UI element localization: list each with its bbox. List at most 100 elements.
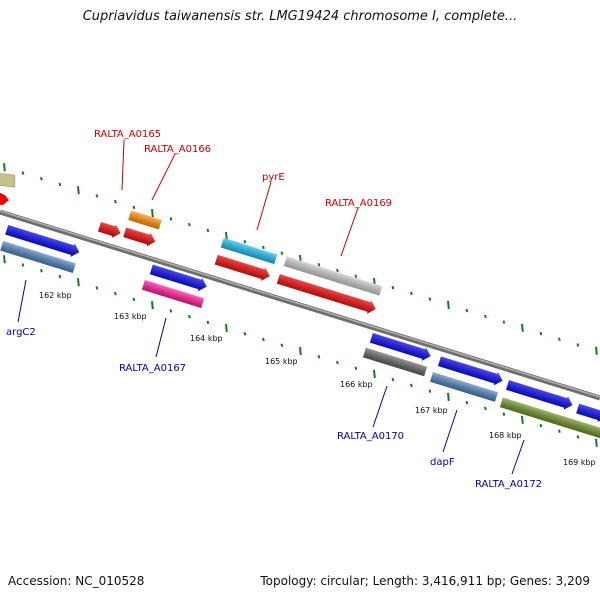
scale-tick [280, 343, 284, 348]
gene-arrow-red[interactable] [276, 272, 378, 316]
scale-tick [317, 354, 321, 359]
gene-label-argc2[interactable]: argC2 [6, 327, 36, 338]
scale-tick [21, 171, 25, 175]
scale-tick [132, 297, 136, 302]
scale-tick [225, 231, 228, 241]
scale-tick [114, 291, 117, 296]
scale-tick [336, 268, 339, 273]
gene-label-ralta-a0165[interactable]: RALTA_A0165 [94, 129, 161, 140]
scale-tick [3, 255, 6, 264]
scale-tick [502, 412, 506, 416]
gene-label-ralta-a0170[interactable]: RALTA_A0170 [337, 431, 404, 442]
gene-arrow-gray[interactable] [283, 256, 383, 296]
scale-label: 167 kbp [415, 406, 448, 415]
scale-tick [58, 182, 62, 187]
scale-tick [243, 332, 247, 336]
scale-label: 166 kbp [340, 380, 373, 389]
scale-tick [521, 415, 524, 424]
gene-arrow-blue[interactable] [437, 355, 504, 388]
scale-tick [502, 320, 506, 324]
scale-label: 163 kbp [114, 312, 147, 321]
scale-label: 168 kbp [489, 431, 522, 440]
gene-arrow-olivegreen[interactable] [499, 397, 600, 439]
gene-arrow-blue[interactable] [505, 378, 574, 412]
scale-tick [428, 297, 432, 301]
gene-arrow-blue[interactable] [5, 223, 82, 259]
label-leaders [17, 139, 525, 475]
gene-label-ralta-a0166[interactable]: RALTA_A0166 [144, 144, 211, 155]
gene-arrow-steelblue[interactable] [0, 240, 76, 274]
scale-tick [151, 209, 154, 218]
gene-arrow-pink[interactable] [141, 280, 205, 308]
gene-arrow-blue[interactable] [576, 402, 600, 424]
scale-tick [95, 194, 99, 198]
scale-tick [299, 346, 302, 356]
scale-tick [410, 383, 413, 388]
scale-tick [114, 199, 117, 204]
scale-tick [3, 163, 6, 172]
outer-tick-track [3, 163, 598, 355]
scale-tick [410, 291, 413, 296]
top-gene-labels: RALTA_A0165 RALTA_A0166 pyrE RALTA_A0169 [94, 129, 392, 209]
gene-label-ralta-a0169[interactable]: RALTA_A0169 [325, 198, 392, 209]
scale-tick [447, 300, 450, 309]
scale-tick [206, 228, 210, 233]
scale-tick [21, 263, 25, 267]
scale-tick [373, 369, 376, 379]
scale-tick [428, 389, 432, 393]
scale-tick [521, 323, 524, 332]
scale-tick [447, 392, 450, 401]
scale-labels: 162 kbp 163 kbp 164 kbp 165 kbp 166 kbp … [39, 291, 596, 467]
gene-arrow-darkgray[interactable] [362, 347, 428, 377]
scale-tick [132, 205, 136, 210]
gene-arrow-olive[interactable] [0, 173, 16, 188]
scale-tick [188, 314, 191, 319]
scale-tick [262, 337, 265, 342]
gene-arrow-steelblue[interactable] [430, 372, 498, 402]
gene-label-ralta-a0167[interactable]: RALTA_A0167 [119, 363, 186, 374]
gene-label-ralta-a0172[interactable]: RALTA_A0172 [475, 479, 542, 490]
scale-tick [77, 186, 80, 195]
scale-tick [595, 346, 598, 355]
genome-summary-text: Topology: circular; Length: 3,416,911 bp… [260, 574, 590, 588]
gene-arrow-red[interactable] [97, 220, 122, 240]
inner-tick-track [3, 255, 598, 447]
gene-arrow-orange[interactable] [128, 210, 162, 230]
scale-tick [188, 222, 191, 227]
gene-label-dapf[interactable]: dapF [430, 457, 455, 468]
scale-tick [169, 217, 173, 221]
scale-tick [484, 406, 487, 411]
chromosome-backbone [0, 209, 600, 401]
gene-arrow-red[interactable] [214, 253, 272, 283]
gene-arrow-cyan[interactable] [220, 237, 278, 265]
scale-label: 165 kbp [265, 357, 298, 366]
gene-label-pyre[interactable]: pyrE [262, 172, 285, 183]
scale-tick [354, 366, 358, 370]
bottom-gene-labels: argC2 RALTA_A0167 RALTA_A0170 dapF RALTA… [6, 327, 542, 490]
scale-tick [40, 268, 43, 273]
scale-tick [558, 337, 561, 342]
scale-tick [206, 320, 210, 325]
scale-tick [95, 286, 99, 290]
scale-tick [576, 435, 580, 439]
scale-tick [558, 429, 561, 434]
scale-tick [317, 262, 321, 267]
scale-tick [354, 274, 358, 278]
forward-strand-genes [0, 173, 16, 206]
scale-tick [576, 343, 580, 347]
scale-tick [58, 274, 62, 279]
gene-arrow-red-edge[interactable] [0, 191, 9, 206]
gene-arrow-blue[interactable] [369, 331, 432, 363]
scale-tick [539, 331, 543, 336]
scale-label: 164 kbp [190, 334, 223, 343]
scale-tick [336, 360, 339, 365]
scale-tick [40, 176, 43, 181]
gene-arrow-blue[interactable] [149, 263, 209, 294]
scale-tick [539, 423, 543, 428]
gene-arrow-red[interactable] [123, 226, 158, 249]
scale-tick [391, 377, 395, 382]
scale-tick [77, 278, 80, 287]
scale-tick [465, 308, 469, 313]
scale-tick [465, 400, 469, 405]
